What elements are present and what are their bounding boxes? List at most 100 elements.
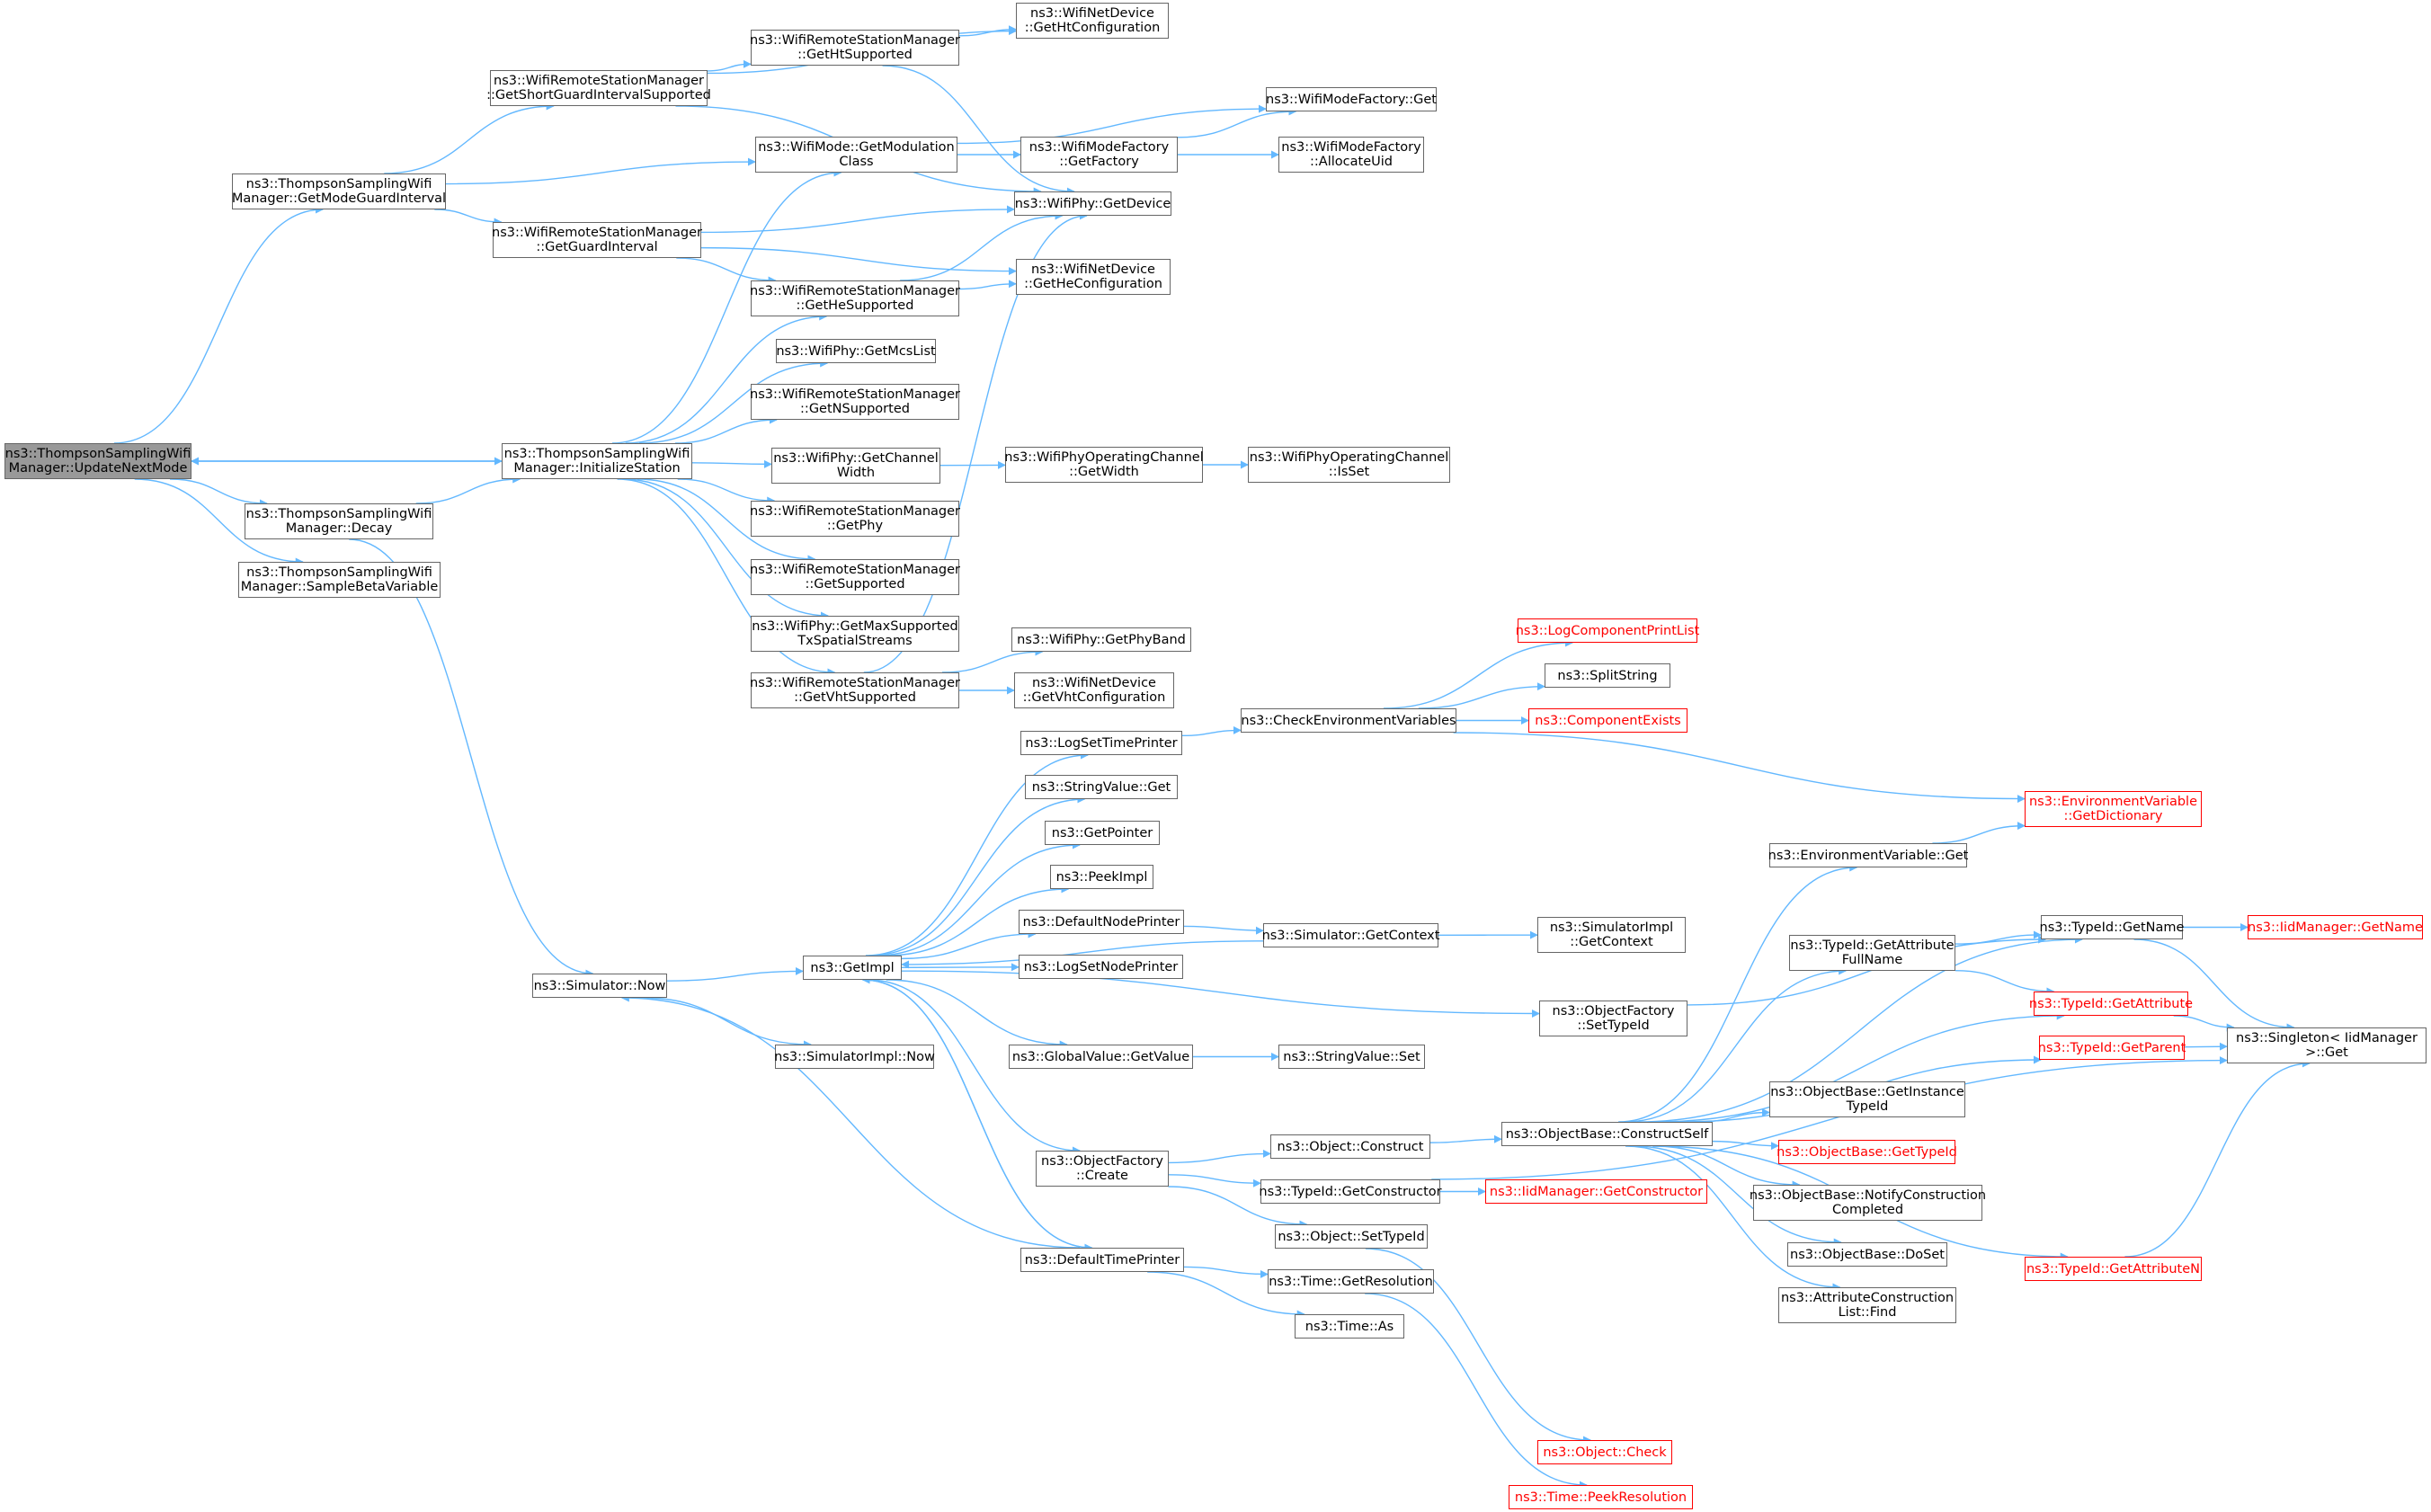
call-edge-getImpl-to-stringValueGet bbox=[868, 795, 1086, 956]
graph-node-getImpl[interactable]: ns3::GetImpl bbox=[803, 956, 902, 980]
graph-node-defaultNodePrinter[interactable]: ns3::DefaultNodePrinter bbox=[1019, 910, 1184, 934]
graph-node-iidManagerGetName[interactable]: ns3::IidManager::GetName bbox=[2248, 915, 2423, 939]
graph-node-envVarGet[interactable]: ns3::EnvironmentVariable::Get bbox=[1768, 843, 1968, 867]
graph-node-getPointer[interactable]: ns3::GetPointer bbox=[1045, 821, 1160, 845]
graph-node-label: ::GetPhy bbox=[826, 519, 884, 533]
graph-node-objectBaseConstructSelf[interactable]: ns3::ObjectBase::ConstructSelf bbox=[1501, 1122, 1713, 1146]
graph-node-typeIdGetConstructor[interactable]: ns3::TypeId::GetConstructor bbox=[1259, 1179, 1442, 1204]
call-edge-objectBaseConstructSelf-to-notifyConstructionCompleted bbox=[1652, 1145, 1801, 1189]
graph-node-envVarGetDictionary[interactable]: ns3::EnvironmentVariable::GetDictionary bbox=[2025, 791, 2202, 827]
graph-node-getHeConfiguration[interactable]: ns3::WifiNetDevice::GetHeConfiguration bbox=[1016, 259, 1171, 295]
call-edge-getImpl-to-globalValueGetValue bbox=[886, 979, 1068, 1049]
graph-node-label: ns3::WifiPhy::GetMaxSupported bbox=[752, 619, 958, 634]
graph-node-globalValueGetValue[interactable]: ns3::GlobalValue::GetValue bbox=[1009, 1045, 1193, 1069]
graph-node-timeGetResolution[interactable]: ns3::Time::GetResolution bbox=[1268, 1269, 1434, 1294]
call-edge-initializeStation-to-getChannelWidth bbox=[691, 459, 772, 468]
graph-node-label: ns3::ObjectFactory bbox=[1041, 1154, 1163, 1169]
graph-node-splitString[interactable]: ns3::SplitString bbox=[1545, 663, 1670, 688]
graph-node-opChannelIsSet[interactable]: ns3::WifiPhyOperatingChannel::IsSet bbox=[1248, 447, 1450, 483]
graph-node-label: Manager::SampleBetaVariable bbox=[240, 580, 439, 594]
graph-node-getHeSupported[interactable]: ns3::WifiRemoteStationManager::GetHeSupp… bbox=[750, 280, 960, 316]
call-edge-getGuardInterval-to-getHeSupported bbox=[676, 257, 777, 285]
graph-node-objectBaseGetTypeId[interactable]: ns3::ObjectBase::GetTypeId bbox=[1776, 1140, 1957, 1164]
graph-node-getVhtSupported[interactable]: ns3::WifiRemoteStationManager::GetVhtSup… bbox=[750, 672, 960, 708]
graph-node-defaultTimePrinter[interactable]: ns3::DefaultTimePrinter bbox=[1020, 1248, 1184, 1272]
graph-node-objectFactorySetTypeId[interactable]: ns3::ObjectFactory::SetTypeId bbox=[1539, 1001, 1687, 1036]
graph-node-label: ns3::DefaultTimePrinter bbox=[1024, 1252, 1180, 1267]
graph-node-wifiModeFactoryGet[interactable]: ns3::WifiModeFactory::Get bbox=[1266, 87, 1437, 111]
graph-node-typeIdGetName[interactable]: ns3::TypeId::GetName bbox=[2039, 915, 2185, 939]
graph-node-peekImpl[interactable]: ns3::PeekImpl bbox=[1050, 865, 1153, 889]
graph-node-getNSupported[interactable]: ns3::WifiRemoteStationManager::GetNSuppo… bbox=[750, 384, 960, 420]
graph-node-label: ns3::TypeId::GetName bbox=[2039, 920, 2185, 935]
graph-node-allocateUid[interactable]: ns3::WifiModeFactory::AllocateUid bbox=[1278, 137, 1424, 173]
graph-node-label: ::IsSet bbox=[1328, 465, 1370, 479]
call-edge-updateNextMode-to-decay bbox=[169, 478, 268, 508]
graph-node-stringValueGet[interactable]: ns3::StringValue::Get bbox=[1025, 775, 1178, 799]
graph-node-getVhtConfiguration[interactable]: ns3::WifiNetDevice::GetVhtConfiguration bbox=[1014, 672, 1174, 708]
graph-node-objectCheck[interactable]: ns3::Object::Check bbox=[1537, 1440, 1672, 1464]
graph-node-getPhy[interactable]: ns3::WifiRemoteStationManager::GetPhy bbox=[750, 501, 960, 537]
graph-node-logComponentPrintList[interactable]: ns3::LogComponentPrintList bbox=[1516, 618, 1699, 643]
graph-node-getPhyBand[interactable]: ns3::WifiPhy::GetPhyBand bbox=[1011, 627, 1191, 652]
graph-node-simulatorGetContext[interactable]: ns3::Simulator::GetContext bbox=[1262, 923, 1439, 947]
graph-node-logSetTimePrinter[interactable]: ns3::LogSetTimePrinter bbox=[1020, 731, 1182, 755]
graph-node-logSetNodePrinter[interactable]: ns3::LogSetNodePrinter bbox=[1019, 955, 1183, 979]
graph-node-wifiPhyGetDevice[interactable]: ns3::WifiPhy::GetDevice bbox=[1014, 191, 1171, 216]
graph-node-label: ::GetDictionary bbox=[2063, 809, 2163, 823]
graph-node-label: ::SetTypeId bbox=[1577, 1018, 1650, 1033]
graph-node-label: Completed bbox=[1831, 1203, 1904, 1217]
graph-node-objectFactoryCreate[interactable]: ns3::ObjectFactory::Create bbox=[1036, 1151, 1169, 1187]
call-edge-initializeStation-to-getVhtSupported bbox=[617, 478, 836, 677]
graph-node-label: ::GetGuardInterval bbox=[536, 240, 658, 254]
graph-node-label: ns3::WifiPhy::GetChannel bbox=[773, 451, 939, 466]
graph-node-objectConstruct[interactable]: ns3::Object::Construct bbox=[1270, 1134, 1430, 1159]
call-edge-defaultNodePrinter-to-simulatorGetContext bbox=[1183, 925, 1264, 935]
graph-node-checkEnvVars[interactable]: ns3::CheckEnvironmentVariables bbox=[1241, 708, 1456, 733]
graph-node-getSupported[interactable]: ns3::WifiRemoteStationManager::GetSuppor… bbox=[750, 559, 960, 595]
graph-node-componentExists[interactable]: ns3::ComponentExists bbox=[1528, 708, 1687, 733]
graph-node-objectBaseDoSet[interactable]: ns3::ObjectBase::DoSet bbox=[1787, 1242, 1947, 1267]
graph-node-getMcsList[interactable]: ns3::WifiPhy::GetMcsList bbox=[776, 339, 936, 363]
call-edge-getGuardInterval-to-getHeConfiguration bbox=[700, 246, 1017, 276]
call-edge-getModeGuardInterval-to-getSGISupported bbox=[384, 102, 555, 174]
graph-node-getSGISupported[interactable]: ns3::WifiRemoteStationManager::GetShortG… bbox=[486, 70, 711, 106]
graph-node-timeAs[interactable]: ns3::Time::As bbox=[1295, 1314, 1404, 1339]
graph-node-iidManagerGetConstructor[interactable]: ns3::IidManager::GetConstructor bbox=[1485, 1179, 1707, 1204]
graph-node-label: TypeId bbox=[1846, 1099, 1889, 1114]
graph-node-getHtConfiguration[interactable]: ns3::WifiNetDevice::GetHtConfiguration bbox=[1016, 3, 1169, 39]
graph-node-opChannelGetWidth[interactable]: ns3::WifiPhyOperatingChannel::GetWidth bbox=[1004, 447, 1204, 483]
graph-node-typeIdGetAttributeN[interactable]: ns3::TypeId::GetAttributeN bbox=[2025, 1257, 2202, 1281]
graph-node-label: ns3::SimulatorImpl bbox=[1549, 921, 1674, 935]
graph-node-typeIdGetAttribute[interactable]: ns3::TypeId::GetAttribute bbox=[2029, 992, 2193, 1016]
graph-node-typeIdGetParent[interactable]: ns3::TypeId::GetParent bbox=[2038, 1036, 2186, 1060]
graph-node-label: ::Create bbox=[1076, 1169, 1128, 1183]
graph-node-singletonGet[interactable]: ns3::Singleton< IidManager >::Get bbox=[2227, 1027, 2427, 1063]
graph-node-wifiModeFactoryGetFactory[interactable]: ns3::WifiModeFactory::GetFactory bbox=[1020, 137, 1178, 173]
call-edge-defaultTimePrinter-to-simulatorNow bbox=[620, 993, 1081, 1249]
graph-node-objectSetTypeId[interactable]: ns3::Object::SetTypeId bbox=[1275, 1224, 1428, 1249]
graph-node-label: ns3::TypeId::GetAttribute bbox=[2028, 996, 2194, 1011]
graph-node-label: ::GetSupported bbox=[805, 577, 905, 591]
graph-node-simulatorNow[interactable]: ns3::Simulator::Now bbox=[532, 974, 667, 998]
graph-node-getHtSupported[interactable]: ns3::WifiRemoteStationManager::GetHtSupp… bbox=[750, 30, 960, 66]
graph-node-label: ns3::WifiRemoteStationManager bbox=[750, 33, 960, 48]
graph-node-simulatorImplNow[interactable]: ns3::SimulatorImpl::Now bbox=[774, 1045, 935, 1069]
graph-node-getGuardInterval[interactable]: ns3::WifiRemoteStationManager::GetGuardI… bbox=[492, 222, 702, 258]
graph-node-stringValueSet[interactable]: ns3::StringValue::Set bbox=[1278, 1045, 1425, 1069]
graph-node-label: ns3::IidManager::GetConstructor bbox=[1489, 1184, 1704, 1199]
graph-node-simulatorImplGetContext[interactable]: ns3::SimulatorImpl::GetContext bbox=[1537, 917, 1686, 953]
graph-node-timePeekResolution[interactable]: ns3::Time::PeekResolution bbox=[1509, 1485, 1693, 1509]
